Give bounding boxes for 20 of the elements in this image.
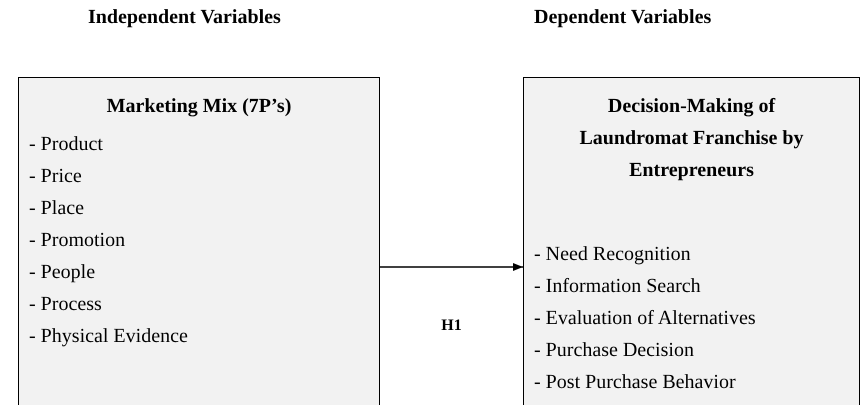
box-title: Decision-Making of Laundromat Franchise by Entrepreneurs — [578, 94, 805, 183]
list-item: - Evaluation of Alternatives — [534, 306, 757, 331]
list-item: - People — [29, 260, 96, 285]
arrow — [380, 263, 523, 271]
list-item: - Promotion — [29, 228, 126, 253]
list-item: - Product — [29, 132, 104, 157]
list-item: - Price — [29, 164, 83, 189]
list-item: - Place — [29, 196, 85, 221]
column-heading: Dependent Variables — [534, 6, 712, 29]
box-title: Marketing Mix (7P’s) — [106, 94, 292, 119]
list-item: - Process — [29, 292, 103, 317]
variable-box — [18, 77, 380, 405]
list-item: - Physical Evidence — [29, 324, 189, 349]
list-item: - Purchase Decision — [534, 338, 695, 363]
column-heading: Independent Variables — [88, 6, 281, 29]
list-item: - Post Purchase Behavior — [534, 370, 737, 395]
list-item: - Information Search — [534, 274, 702, 299]
list-item: - Need Recognition — [534, 242, 692, 267]
edge-label: H1 — [441, 317, 462, 335]
variable-box — [523, 77, 860, 405]
